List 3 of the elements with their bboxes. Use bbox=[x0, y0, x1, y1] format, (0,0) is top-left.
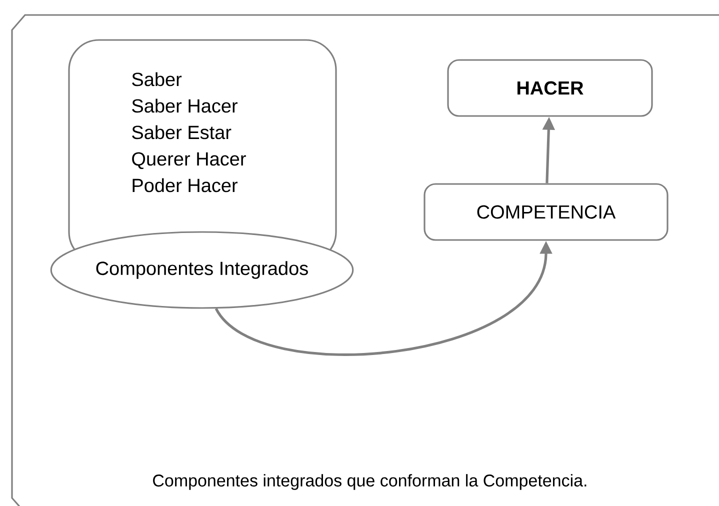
rounded-box: COMPETENCIA bbox=[424, 183, 668, 241]
caption: Componentes integrados que conforman la Competencia. bbox=[153, 474, 586, 490]
rounded-box: HACER bbox=[447, 59, 653, 117]
